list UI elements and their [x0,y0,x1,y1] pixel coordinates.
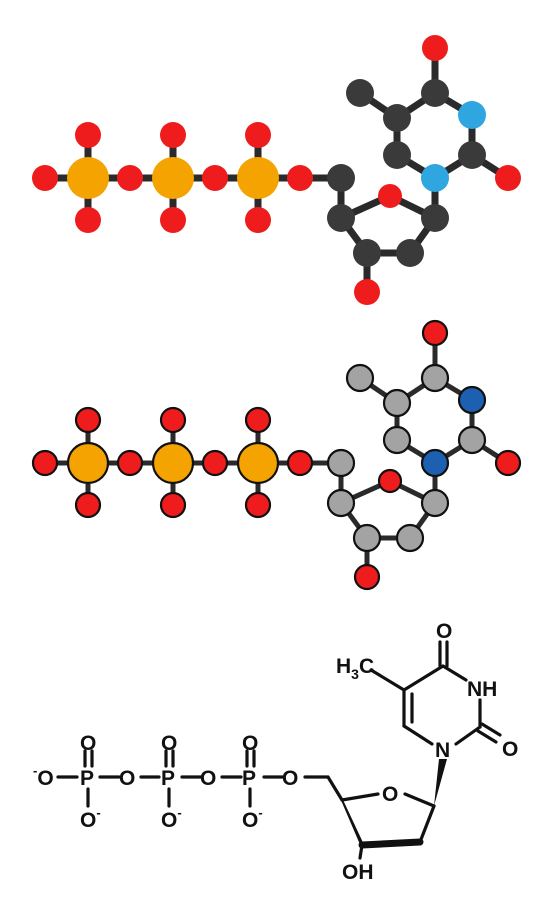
skeletal-formula-labels: -O P O P O P O O O O O- O- O- O OH N NH … [33,620,518,884]
oxygen-atom [245,122,271,148]
oxygen-atom [244,406,272,434]
oxygen-atom [160,207,186,233]
bridge-oxygen-1: O [119,767,135,790]
oxygen-atom [495,165,521,191]
oxygen-atom [159,491,187,519]
phosphate-oxygen-bottom-1: O- [80,805,101,832]
carbon-atom [326,488,356,518]
ball-model-outlined-panel [31,319,522,591]
oxygen-atom [202,165,228,191]
pyrimidine-nh: NH [467,678,497,701]
oxygen-atom [74,491,102,519]
phosphorus-atom [152,157,194,199]
oxygen-atom [116,449,144,477]
oxygen-atom [287,165,313,191]
oxygen-atom [494,449,522,477]
phosphorus-alpha: P [80,767,94,790]
carbon-atom [421,79,449,107]
carbon-atom [458,141,486,169]
phosphate-oxygen-bottom-3: O- [242,805,263,832]
oxygen-atom [245,207,271,233]
nitrogen-atom [457,385,487,415]
carbon-atom [353,239,381,267]
carbon-atom [457,425,487,455]
nitrogen-atom [420,448,450,478]
nitrogen-atom [458,101,486,129]
carbon-atom [382,425,412,455]
ball-model-outlined-atoms [31,319,522,591]
phosphorus-atom [66,441,110,485]
phosphorus-beta: P [161,767,175,790]
ring-oxygen: O [382,783,398,806]
oxygen-atom [422,35,448,61]
phosphorus-gamma: P [242,767,256,790]
bridge-oxygen-2: O [200,767,216,790]
oxygen-atom [201,449,229,477]
carbon-atom [395,523,425,553]
ball-model-dark-atoms [32,35,521,305]
nitrogen-atom [421,164,449,192]
carbon-atom [420,363,450,393]
oxygen-atom [354,279,380,305]
oxygen-atom [421,319,449,347]
carbon-atom [327,164,355,192]
carbonyl-oxygen: O [502,738,518,761]
phosphorus-atom [151,441,195,485]
oxygen-atom [353,563,381,591]
oxygen-atom [117,165,143,191]
keto-oxygen: O [436,620,452,643]
carbon-atom [326,448,356,478]
pyrimidine-nitrogen-1: N [435,739,450,762]
phosphorus-atom [67,157,109,199]
carbon-atom [345,363,375,393]
phosphate-oxygen-top-3: O [242,732,258,755]
methyl-group: H3C [336,655,374,682]
carbon-atom [420,488,450,518]
oxygen-atom [74,406,102,434]
phosphate-oxygen-top-2: O [161,732,177,755]
terminal-oxygen: -O [33,763,54,790]
ring-oxygen-atom [377,468,403,494]
phosphate-oxygen-top-1: O [80,732,96,755]
oxygen-atom [244,491,272,519]
carbon-atom [382,388,412,418]
ball-model-dark-panel [32,35,521,305]
carbon-atom [383,141,411,169]
oxygen-atom [31,449,59,477]
oxygen-atom [32,165,58,191]
phosphorus-atom [237,157,279,199]
skeletal-formula-panel: -O P O P O P O O O O O- O- O- O OH N NH … [33,620,518,884]
oxygen-atom [75,207,101,233]
carbon-atom [352,523,382,553]
carbon-atom [421,204,449,232]
carbon-atom [396,239,424,267]
oxygen-atom [160,122,186,148]
carbon-atom [383,104,411,132]
phosphorus-atom [236,441,280,485]
hydroxyl-group: OH [342,861,374,884]
phosphate-oxygen-bottom-2: O- [161,805,182,832]
carbon-atom [346,79,374,107]
carbon-atom [327,204,355,232]
bridge-oxygen-3: O [282,767,298,790]
oxygen-atom [75,122,101,148]
oxygen-atom [286,449,314,477]
ring-oxygen-atom [378,184,402,208]
oxygen-atom [159,406,187,434]
